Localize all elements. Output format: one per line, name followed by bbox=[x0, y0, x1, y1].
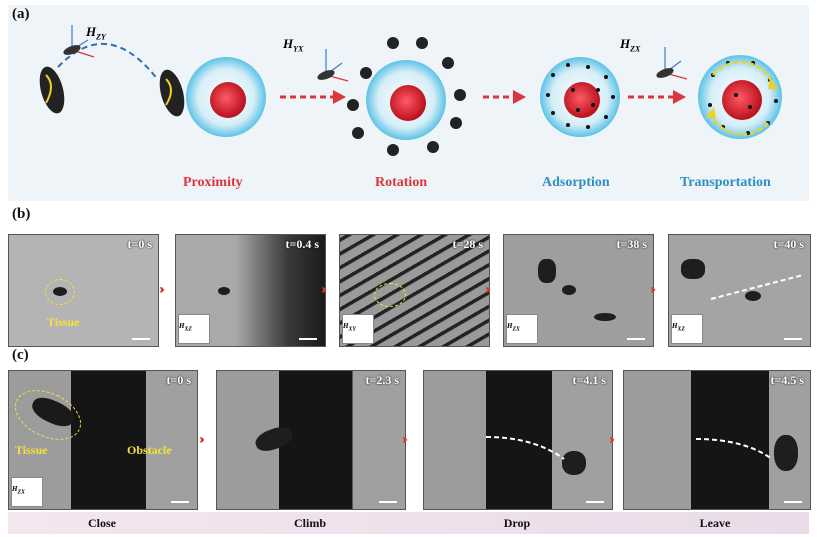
panel-c-footer bbox=[8, 512, 809, 534]
panel-a-label: (a) bbox=[12, 6, 30, 22]
time-label: t=4.1 s bbox=[572, 373, 606, 387]
time-label: t=28 s bbox=[452, 237, 483, 251]
trajectory-arc bbox=[57, 42, 159, 81]
field-inset: HZX bbox=[11, 477, 43, 507]
time-label: t=0 s bbox=[127, 237, 152, 251]
time-label: t=0 s bbox=[166, 373, 191, 387]
scale-bar bbox=[132, 338, 150, 340]
panel-c-label: (c) bbox=[12, 347, 29, 363]
panel-b-frame-1: t=0 s Tissue bbox=[8, 234, 159, 347]
path-arrow bbox=[485, 436, 565, 460]
field-inset: HXZ bbox=[671, 314, 703, 344]
panel-c-frame-1: t=0 s Tissue Obstacle HZX bbox=[8, 370, 198, 510]
tissue-label: Tissue bbox=[47, 315, 80, 329]
chevron-icon: ››› bbox=[199, 432, 205, 447]
scale-bar bbox=[784, 501, 802, 503]
scale-bar bbox=[299, 338, 317, 340]
panel-b-frame-3: t=28 s HXY bbox=[339, 234, 490, 347]
stage-adsorption: Adsorption bbox=[542, 175, 610, 190]
step-climb: Climb bbox=[293, 516, 326, 530]
panel-a-schematic bbox=[39, 25, 782, 156]
scale-bar bbox=[379, 501, 397, 503]
chevron-icon: ››› bbox=[321, 282, 327, 297]
field-label-yx: HYX bbox=[283, 36, 304, 54]
chevron-icon: ››› bbox=[650, 282, 656, 297]
time-label: t=40 s bbox=[773, 237, 804, 251]
path-arrow bbox=[710, 274, 804, 300]
panel-b-frame-5: t=40 s HXZ bbox=[668, 234, 811, 347]
path-arrow bbox=[695, 438, 773, 460]
time-label: t=2.3 s bbox=[365, 373, 399, 387]
chevron-icon: ››› bbox=[159, 282, 165, 297]
panel-b-frame-4: t=38 s HZX bbox=[503, 234, 654, 347]
scale-bar bbox=[586, 501, 604, 503]
tissue-circle bbox=[9, 380, 90, 450]
field-inset: HXY bbox=[342, 314, 374, 344]
panel-c-frame-3: t=4.1 s bbox=[423, 370, 613, 510]
tissue-label: Tissue bbox=[15, 443, 48, 457]
chevron-icon: ››› bbox=[609, 432, 615, 447]
panel-b-label: (b) bbox=[12, 206, 31, 222]
step-drop: Drop bbox=[503, 516, 531, 530]
time-label: t=4.5 s bbox=[770, 373, 804, 387]
step-close: Close bbox=[88, 516, 116, 530]
time-label: t=0.4 s bbox=[285, 237, 319, 251]
microrobot-disk-2 bbox=[159, 69, 185, 117]
time-label: t=38 s bbox=[616, 237, 647, 251]
panel-b-frame-2: t=0.4 s HXZ bbox=[175, 234, 326, 347]
chevron-icon: ››› bbox=[402, 432, 408, 447]
field-inset: HXZ bbox=[178, 314, 210, 344]
tissue-circle bbox=[374, 283, 406, 307]
field-label-zx: HZX bbox=[620, 36, 641, 54]
tissue-circle bbox=[45, 279, 75, 305]
field-label-zy: HZY bbox=[86, 24, 106, 42]
scale-bar bbox=[784, 338, 802, 340]
panel-c-frame-2: t=2.3 s bbox=[216, 370, 406, 510]
stage-proximity: Proximity bbox=[183, 175, 243, 190]
step-leave: Leave bbox=[699, 516, 731, 530]
scale-bar bbox=[627, 338, 645, 340]
panel-c-frame-4: t=4.5 s bbox=[623, 370, 811, 510]
field-inset: HZX bbox=[506, 314, 538, 344]
obstacle-label: Obstacle bbox=[127, 443, 172, 457]
stage-transportation: Transportation bbox=[680, 175, 771, 190]
scale-bar bbox=[171, 501, 189, 503]
stage-rotation: Rotation bbox=[375, 175, 428, 190]
microrobot-disk-1 bbox=[39, 66, 65, 114]
chevron-icon: ››› bbox=[485, 282, 491, 297]
